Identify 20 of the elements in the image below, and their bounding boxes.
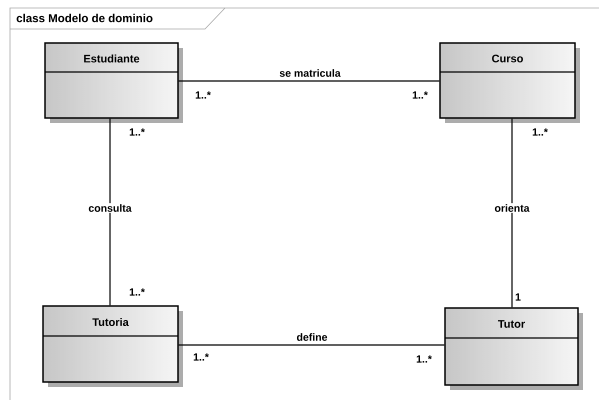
class-box: Tutor	[444, 307, 583, 390]
edge-label: orienta	[494, 203, 530, 213]
frame-title-tab: class Modelo de dominio	[10, 8, 226, 30]
edge-label: define	[296, 332, 328, 342]
multiplicity-label: 1..*	[412, 91, 428, 99]
association-line	[178, 80, 440, 82]
class-box: Curso	[439, 42, 580, 123]
multiplicity-label: 1..*	[532, 128, 548, 136]
multiplicity-label: 1..*	[130, 288, 145, 296]
association-line	[178, 344, 444, 346]
edge-label: se matricula	[278, 68, 342, 78]
multiplicity-label: 1..*	[196, 91, 211, 99]
association-line	[109, 118, 111, 306]
multiplicity-label: 1..*	[416, 355, 432, 363]
association-line	[511, 118, 513, 308]
multiplicity-label: 1..*	[194, 353, 209, 361]
class-box: Estudiante	[44, 42, 183, 123]
multiplicity-label: 1	[516, 293, 521, 301]
edge-label: consulta	[87, 203, 133, 213]
class-box: Tutoria	[42, 305, 183, 387]
